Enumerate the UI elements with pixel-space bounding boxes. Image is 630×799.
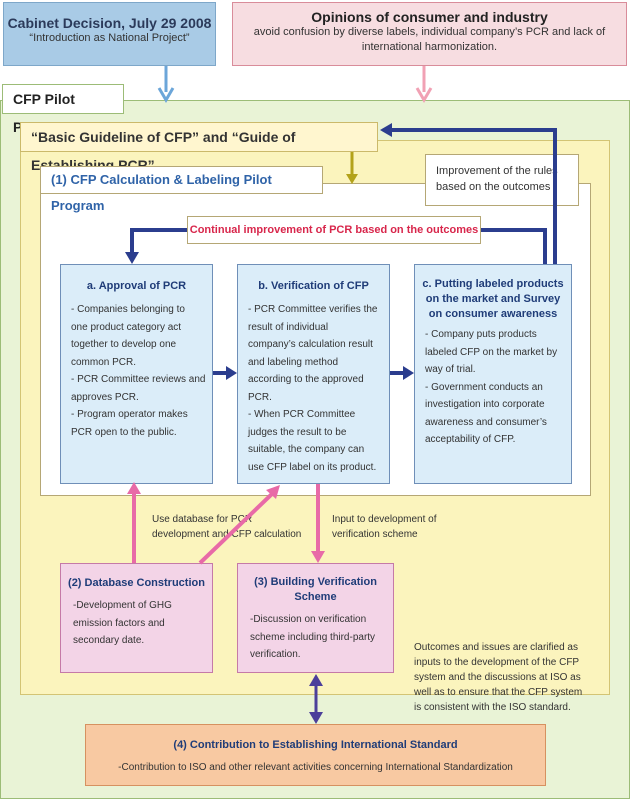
outcomes-line: is consistent with the ISO standard. [414,702,571,713]
opinions-box: Opinions of consumer and industry avoid … [232,2,627,66]
step-c-line: - Government conducts an [425,381,543,393]
verification-scheme-body: -Discussion on verification scheme inclu… [250,611,393,664]
database-line: secondary date. [73,635,145,646]
international-standard-box: (4) Contribution to Establishing Interna… [85,724,546,786]
outcomes-note: Outcomes and issues are clarified as inp… [414,640,610,715]
cabinet-subtitle: “Introduction as National Project” [29,32,190,44]
step-c-title-line: on consumer awareness [428,308,558,320]
outcomes-line: inputs to the development of the CFP [414,657,580,668]
verification-line: scheme including third-party [250,631,376,643]
step-a-line: - Program operator makes [71,409,188,420]
step-a-body: - Companies belonging to one product cat… [71,301,212,441]
database-title: (2) Database Construction [68,577,205,589]
step-market-and-survey: c. Putting labeled products on the marke… [414,264,572,484]
rules-line2: based on the outcomes [436,181,551,193]
step-approval-of-pcr: a. Approval of PCR - Companies belonging… [60,264,213,484]
step-c-title: c. Putting labeled products on the marke… [415,277,571,322]
step-b-line: and labeling method [248,356,339,368]
rules-feedback-arrow [380,123,557,264]
database-to-approval-arrow [127,482,141,563]
step-b-line: use CFP label on its product. [248,461,377,473]
verification-scheme-title: (3) Building Verification Scheme [238,575,393,605]
step-a-title: a. Approval of PCR [86,280,187,292]
step-b-line: PCR. [248,391,272,403]
outcomes-line: system and the discussions at ISO as [414,672,581,683]
verification-line: -Discussion on verification [250,614,367,625]
step-c-line: investigation into corporate [425,399,545,410]
opinions-down-arrow [415,66,433,103]
cabinet-decision-box: Cabinet Decision, July 29 2008 “Introduc… [3,2,216,66]
step-c-title-line: on the market and Survey [425,293,561,305]
continual-loop-arrow [125,228,547,264]
pilot-program-label: (1) CFP Calculation & Labeling Pilot Pro… [40,166,323,213]
opinions-line1: avoid confusion by diverse labels, indiv… [253,26,606,38]
step-c-line: - Company puts products [425,329,537,340]
step-b-line: - PCR Committee verifies the [248,304,378,315]
note-line: Input to development of [332,514,437,525]
database-line: emission factors and [73,617,165,629]
opinions-title: Opinions of consumer and industry [311,9,548,25]
opinions-line2: international harmonization. [361,41,498,53]
step-a-line: together to develop one [71,339,177,350]
step-a-line: common PCR. [71,356,137,368]
verification-title-line: (3) Building Verification [254,576,377,588]
step-a-line: approves PCR. [71,391,139,403]
note-line: Use database for PCR [152,514,253,525]
verification-line: verification. [250,649,301,660]
step-c-title-line: c. Putting labeled products [422,278,564,290]
step-a-line: - Companies belonging to [71,304,185,315]
step-b-line: suitable, the company can [248,444,365,455]
international-line: -Contribution to ISO and other relevant … [118,762,513,773]
step-c-body: - Company puts products labeled CFP on t… [425,326,571,449]
database-construction-box: (2) Database Construction -Development o… [60,563,213,673]
step-c-line: acceptability of CFP. [425,434,516,445]
note-line: development and CFP calculation [152,529,302,540]
step-b-line: according to the approved [248,374,364,385]
outcomes-line: Outcomes and issues are clarified as [414,642,578,653]
guideline-to-program-arrow [346,152,358,184]
cabinet-title: Cabinet Decision, July 29 2008 [7,15,212,31]
verification-title-line: Scheme [294,591,337,603]
step-b-line: company’s calculation result [248,339,373,350]
step-b-body: - PCR Committee verifies the result of i… [248,301,389,476]
database-body: -Development of GHG emission factors and… [73,597,212,650]
outcomes-line: well as to ensure that the CFP system [414,687,583,698]
step-b-line: - When PCR Committee [248,409,356,420]
input-development-note: Input to development of verification sch… [332,512,482,542]
step-b-line: judges the result to be [248,426,347,438]
step-c-line: way of trial. [425,364,476,375]
continual-improvement-box: Continual improvement of PCR based on th… [187,216,481,244]
database-to-verification-arrow [198,485,280,565]
step-a-line: - PCR Committee reviews and [71,374,206,385]
verification-scheme-box: (3) Building Verification Scheme -Discus… [237,563,394,673]
cabinet-down-arrow [157,66,175,103]
rules-line1: Improvement of the rules [436,165,558,177]
international-title: (4) Contribution to Establishing Interna… [173,739,458,751]
b-to-c-arrow [390,366,414,380]
step-a-line: PCR open to the public. [71,426,177,438]
step-b-title: b. Verification of CFP [258,280,369,292]
step-b-line: result of individual [248,321,329,333]
step-verification-of-cfp: b. Verification of CFP - PCR Committee v… [237,264,390,484]
database-line: -Development of GHG [73,600,172,611]
step-c-line: awareness and consumer’s [425,416,547,428]
step-c-line: labeled CFP on the market by [425,346,558,358]
scheme-international-double-arrow [309,674,323,724]
database-use-note: Use database for PCR development and CFP… [152,512,322,542]
a-to-b-arrow [213,366,237,380]
step-a-line: one product category act [71,321,182,333]
verification-to-scheme-arrow [311,484,325,563]
note-line: verification scheme [332,529,418,540]
